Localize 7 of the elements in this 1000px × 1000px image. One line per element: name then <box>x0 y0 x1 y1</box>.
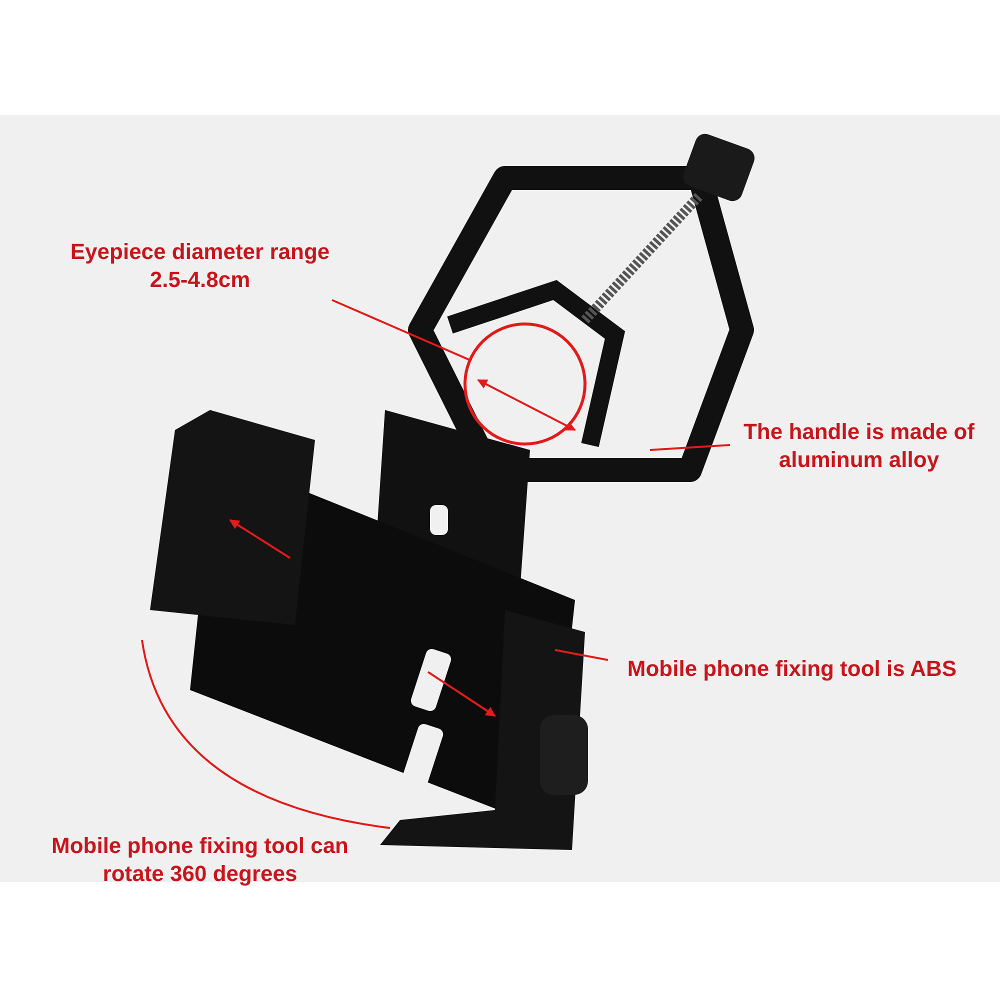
leader-line <box>554 649 608 661</box>
callout-text: The handle is made of aluminum alloy <box>728 418 990 474</box>
callout-text: Mobile phone fixing tool is ABS <box>608 655 976 683</box>
leader-line <box>650 444 730 451</box>
callout-text: Eyepiece diameter range 2.5-4.8cm <box>50 238 350 294</box>
leader-line <box>332 299 470 361</box>
callout-text: Mobile phone fixing tool can rotate 360 degrees <box>50 832 350 888</box>
